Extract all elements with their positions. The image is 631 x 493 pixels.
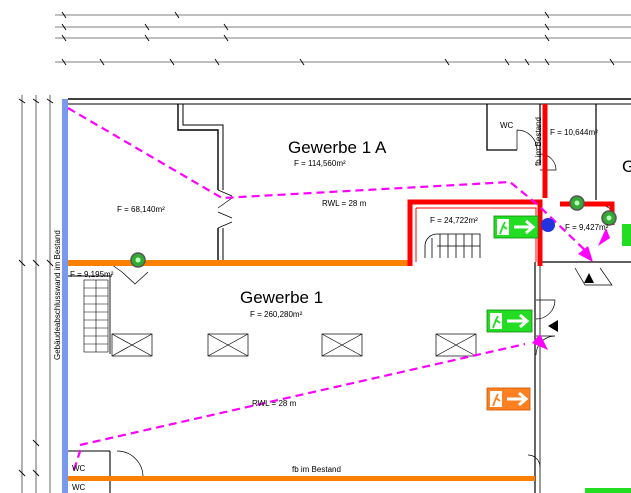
room-area-stair: F = 24,722m² (430, 216, 478, 225)
room-area-lobby: F = 9,427m² (565, 223, 609, 232)
rwl-label-upper: RWL = 28 m (322, 199, 367, 208)
room-area-small: F = 10,644m² (550, 128, 598, 137)
room-area-west: F = 68,140m² (117, 205, 165, 214)
rwl-label-lower: RWL = 28 m (252, 399, 297, 408)
fire-alarm-icon (541, 218, 555, 232)
room-area-gewerbe-1: F = 260,280m² (250, 310, 303, 319)
room-letter-partial: G (622, 157, 631, 176)
exit-sign-orange-icon (486, 387, 531, 411)
rated-wall (68, 260, 535, 481)
wc-label-lower-1: WC (72, 464, 86, 473)
escape-route-arrows (532, 228, 610, 350)
fire-extinguisher-icon (130, 252, 146, 268)
fire-wall-inner-top (416, 207, 537, 262)
wc-label-upper: WC (500, 121, 514, 130)
room-area-gewerbe-1a: F = 114,560m² (294, 159, 346, 168)
exit-sign-icon (493, 215, 539, 239)
side-wall-label: Gebäudeabschlusswand im Bestand (53, 230, 62, 360)
fb-bestand-bottom: fb im Bestand (292, 465, 341, 474)
dimension-chains-left (18, 95, 54, 493)
room-title-gewerbe-1a: Gewerbe 1 A (288, 138, 387, 157)
fb-bestand-vertical: fb im Bestand (534, 117, 543, 166)
room-title-gewerbe-1: Gewerbe 1 (240, 288, 323, 307)
direction-triangle-up-icon (584, 273, 594, 283)
fire-extinguisher-icon (601, 210, 617, 226)
direction-triangle-left-icon (548, 320, 558, 332)
walls (68, 98, 631, 493)
existing-boundary-wall (62, 99, 68, 493)
dimension-chains-top (55, 11, 631, 66)
door-swings (107, 129, 616, 478)
escape-route (67, 107, 591, 471)
stair-lower (83, 279, 109, 353)
fire-extinguisher-icon (569, 195, 585, 211)
stair-upper (424, 233, 481, 258)
room-area-stair-lower: F = 9,195m² (70, 270, 114, 279)
exit-sign-partial-icon (585, 224, 631, 493)
exit-sign-icon (486, 309, 533, 333)
wc-label-lower-2: WC (72, 483, 86, 492)
skylights (111, 333, 477, 357)
